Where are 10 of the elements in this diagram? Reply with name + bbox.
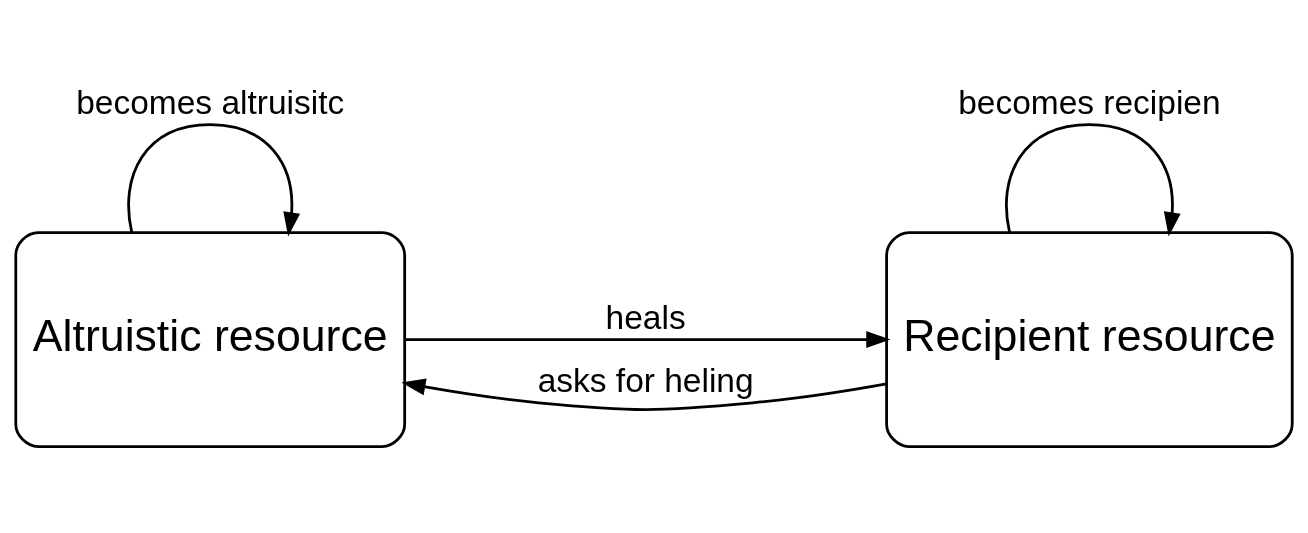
node-box: Recipient resource — [885, 230, 1294, 448]
edge-label: becomes altruisitc — [76, 83, 345, 121]
edge-label: heals — [605, 298, 686, 336]
arrow — [401, 378, 887, 411]
arrow — [127, 122, 301, 236]
edge-label: becomes recipien — [958, 83, 1221, 121]
node-box: Altruistic resource — [14, 230, 407, 448]
arrow — [1005, 122, 1181, 236]
arrow — [404, 330, 891, 348]
edge-label: asks for heling — [537, 361, 754, 399]
